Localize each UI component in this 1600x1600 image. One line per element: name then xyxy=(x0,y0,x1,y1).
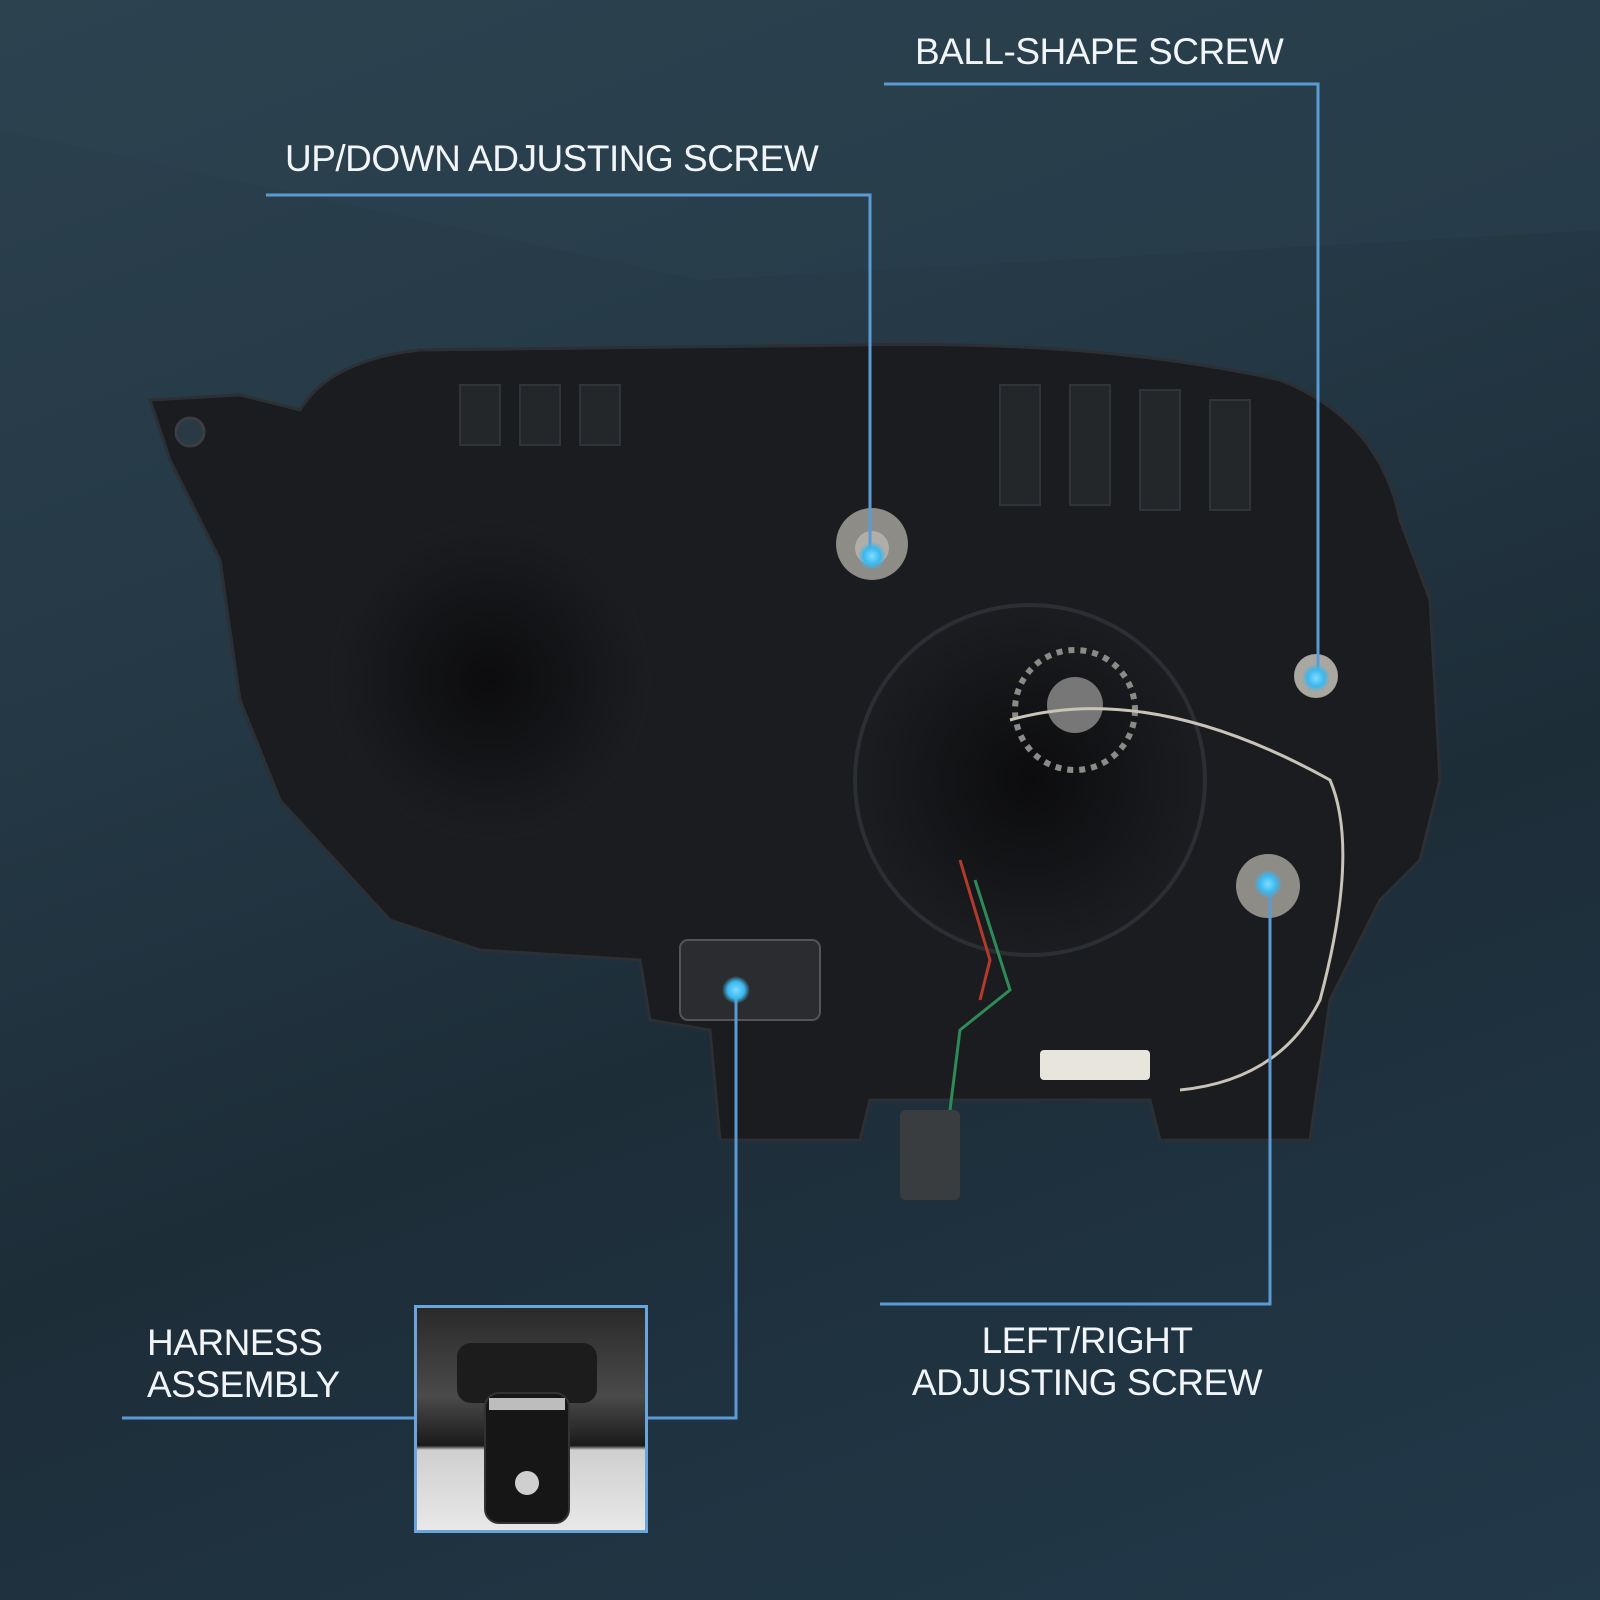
label-up-down-screw: UP/DOWN ADJUSTING SCREW xyxy=(285,138,819,179)
label-left-right-line2: ADJUSTING SCREW xyxy=(911,1362,1263,1403)
connector-white xyxy=(1040,1050,1150,1080)
harness-marker xyxy=(722,976,750,1004)
label-left-right-line1: LEFT/RIGHT xyxy=(981,1320,1193,1361)
low-beam-lens xyxy=(330,520,650,840)
high-beam-lens xyxy=(853,603,1207,957)
harness-connector-image xyxy=(457,1343,597,1524)
harness-closeup-inset xyxy=(414,1305,648,1533)
harness-socket xyxy=(679,939,821,1021)
headlamp-housing xyxy=(147,342,1442,1200)
background-facet xyxy=(0,0,1600,280)
label-harness-line1: HARNESS xyxy=(147,1322,323,1363)
label-harness-line2: ASSEMBLY xyxy=(147,1364,340,1405)
left-right-screw-marker xyxy=(1254,870,1282,898)
callout-lines xyxy=(122,82,1320,1420)
connector-plug xyxy=(900,1110,960,1200)
ball-shape-screw-marker xyxy=(1302,664,1330,692)
up-down-screw-marker xyxy=(858,542,886,570)
label-ball-shape-screw: BALL-SHAPE SCREW xyxy=(915,31,1284,72)
